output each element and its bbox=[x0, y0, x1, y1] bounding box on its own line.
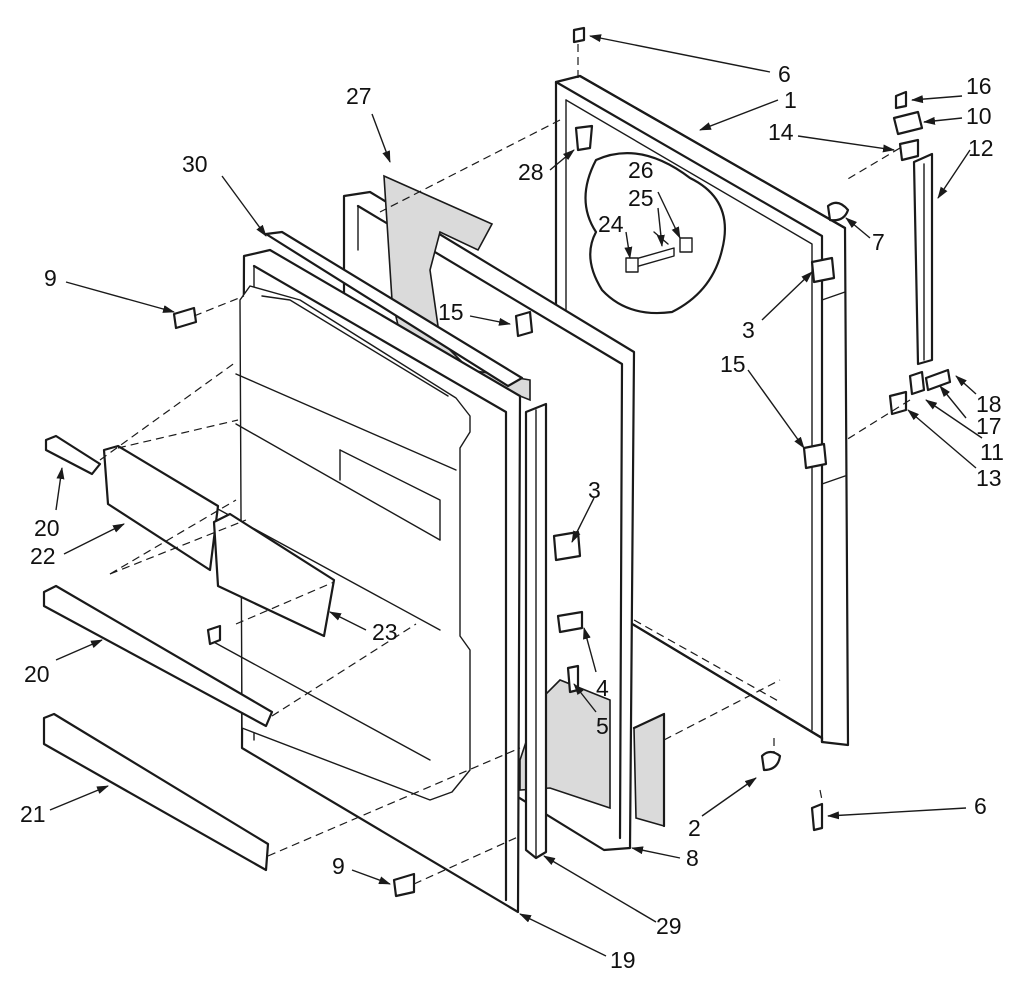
shelf-bin-lower bbox=[212, 512, 336, 638]
callout-12: 12 bbox=[968, 135, 994, 161]
shelf-bar-lower bbox=[42, 584, 274, 728]
callout-11: 11 bbox=[980, 439, 1004, 465]
callout-26: 26 bbox=[628, 157, 654, 183]
callout-21: 21 bbox=[20, 801, 46, 827]
callout-14: 14 bbox=[768, 119, 794, 145]
callout-17: 17 bbox=[976, 413, 1002, 439]
callout-10: 10 bbox=[966, 103, 992, 129]
callout-23: 23 bbox=[372, 619, 398, 645]
callout-18: 18 bbox=[976, 391, 1002, 417]
callout-5: 5 bbox=[596, 713, 609, 739]
shelf-bar-upper bbox=[44, 434, 102, 476]
callout-4: 4 bbox=[596, 675, 609, 701]
leader-lines bbox=[49, 34, 983, 957]
callout-15: 15 bbox=[720, 351, 746, 377]
inner-door-liner bbox=[209, 248, 522, 914]
callout-3: 3 bbox=[588, 477, 601, 503]
callout-28: 28 bbox=[518, 159, 544, 185]
top-trim-strip bbox=[264, 230, 524, 388]
callout-labels: 6 1 16 10 14 12 27 28 26 25 24 30 7 9 15… bbox=[20, 61, 1004, 973]
hinge-rod bbox=[912, 152, 934, 366]
callout-15: 15 bbox=[438, 299, 464, 325]
callout-19: 19 bbox=[610, 947, 636, 973]
callout-3: 3 bbox=[742, 317, 755, 343]
callout-16: 16 bbox=[966, 73, 992, 99]
callout-27: 27 bbox=[346, 83, 372, 109]
callout-2: 2 bbox=[688, 815, 701, 841]
callout-24: 24 bbox=[598, 211, 624, 237]
callout-13: 13 bbox=[976, 465, 1002, 491]
assembly-lines bbox=[99, 44, 911, 885]
callout-1: 1 bbox=[784, 87, 797, 113]
callout-6: 6 bbox=[778, 61, 791, 87]
shelf-bar-bottom bbox=[42, 712, 270, 872]
callout-25: 25 bbox=[628, 185, 654, 211]
callout-6: 6 bbox=[974, 793, 987, 819]
callout-20: 20 bbox=[24, 661, 50, 687]
gasket-strip bbox=[524, 402, 548, 860]
shelf-bin bbox=[102, 444, 220, 572]
callout-22: 22 bbox=[30, 543, 56, 569]
callout-8: 8 bbox=[686, 845, 699, 871]
cutaway-view bbox=[584, 152, 726, 315]
callout-20: 20 bbox=[34, 515, 60, 541]
hardware-parts bbox=[172, 26, 952, 898]
callout-9: 9 bbox=[44, 265, 57, 291]
callout-9: 9 bbox=[332, 853, 345, 879]
callout-29: 29 bbox=[656, 913, 682, 939]
callout-7: 7 bbox=[872, 229, 885, 255]
callout-30: 30 bbox=[182, 151, 208, 177]
